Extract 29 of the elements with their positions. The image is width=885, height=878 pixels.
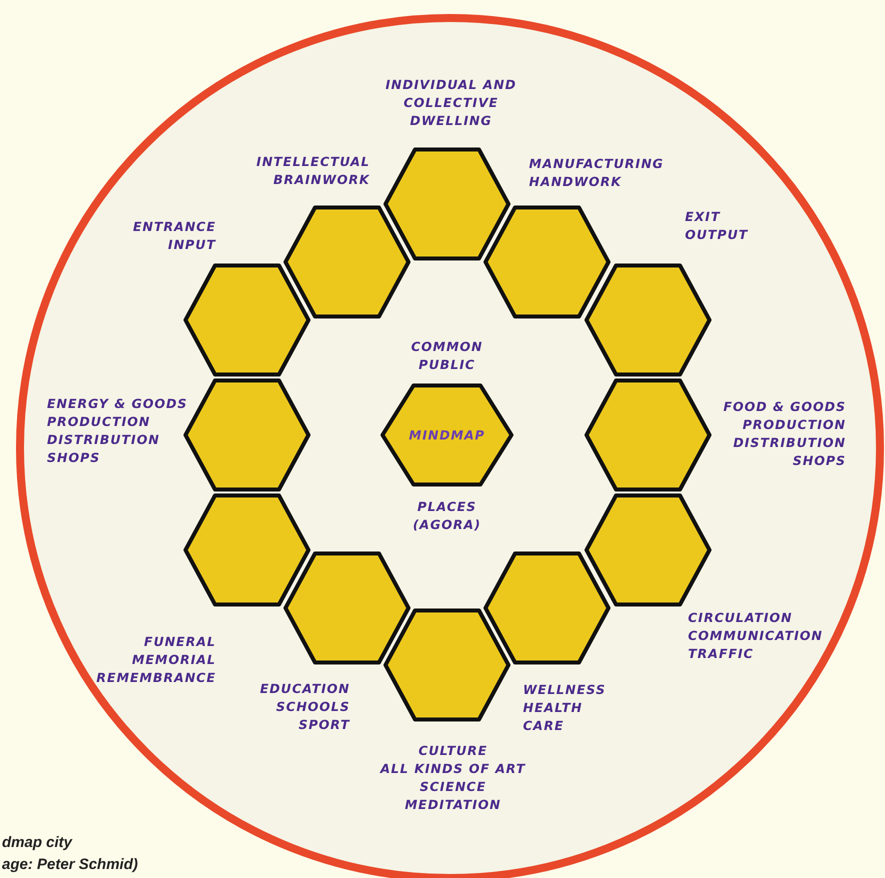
hexagon-label: FUNERAL MEMORIAL REMEMBRANCE [95,633,216,687]
caption-text: dmap city [2,834,72,851]
hexagon-node [584,263,712,377]
hexagon-node [383,608,511,722]
hexagon-label: MANUFACTURING HANDWORK [529,155,665,191]
node-title: MINDMAP [408,428,486,442]
hexagon-label: WELLNESS HEALTH CARE [523,681,607,735]
hexagon-label: CULTURE ALL KINDS OF ART SCIENCE MEDITATION [378,742,527,814]
hexagon-label: FOOD & GOODS PRODUCTION DISTRIBUTION SHOPS [722,398,846,470]
hexagon-label: PLACES (AGORA) [412,498,482,534]
hexagon-node [380,383,514,487]
hexagon-node [183,263,311,377]
hexagon-label: CIRCULATION COMMUNICATION TRAFFIC [688,609,824,663]
hexagon-label: INDIVIDUAL AND COLLECTIVE DWELLING [384,76,518,130]
hexagon-node [584,493,712,607]
hexagon-node [183,493,311,607]
hexagon-label: ENTRANCE INPUT [132,218,216,254]
hexagon-node [483,205,611,319]
hexagon-label: EDUCATION SCHOOLS SPORT [259,680,350,734]
hexagon-node [383,147,511,261]
hexagon-label: ENERGY & GOODS PRODUCTION DISTRIBUTION SHOPS [47,395,188,467]
hexagon-node [584,378,712,492]
hexagon-node [483,551,611,665]
caption-text: age: Peter Schmid) [2,856,138,873]
hexagon-label: INTELLECTUAL BRAINWORK [255,153,370,189]
hexagon-label: COMMON PUBLIC [410,338,484,374]
hexagon-node [283,551,411,665]
hexagon-label: EXIT OUTPUT [685,208,750,244]
hexagon-node [283,205,411,319]
